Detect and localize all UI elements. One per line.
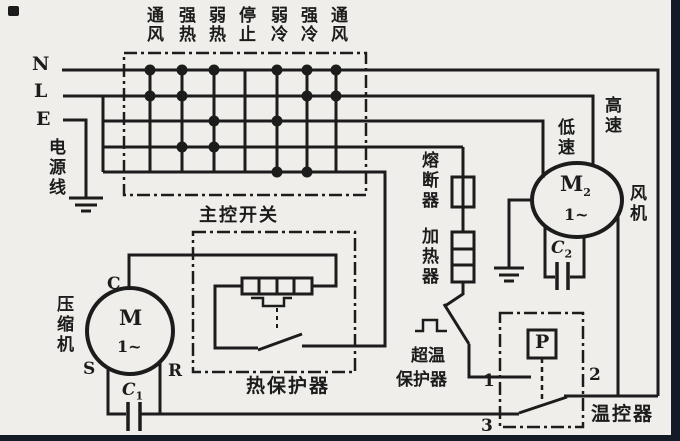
mode-cool-lo: 弱冷	[268, 6, 287, 44]
c2-right-wire	[570, 237, 586, 279]
compressor-phase-label: 1~	[117, 337, 142, 356]
compressor-motor-label: M	[119, 305, 143, 330]
label-l: L	[34, 80, 48, 102]
fuse-icon	[450, 175, 476, 209]
label-c1: C1	[122, 380, 144, 403]
label-terminal-c: C	[107, 274, 121, 294]
mode-switch-matrix	[101, 51, 545, 348]
fan-ground-wire	[507, 198, 532, 267]
mode-fan-2: 通风	[328, 6, 347, 44]
c1-sub: 1	[135, 389, 144, 403]
capacitor-c1-icon	[126, 402, 142, 431]
thermostat-symbol	[498, 311, 658, 429]
c2-letter: C	[551, 238, 565, 258]
m2-sub: 2	[583, 186, 591, 200]
mode-heat-lo: 弱热	[206, 6, 225, 44]
label-fan: 风机	[627, 184, 646, 224]
label-terminal-r: R	[168, 361, 183, 381]
thermal-protector-box	[191, 230, 357, 374]
label-compressor: 压缩机	[54, 295, 73, 355]
thermostat-blade	[518, 395, 568, 415]
tp-left-leg	[213, 284, 258, 350]
compressor-symbol	[85, 286, 519, 431]
mode-fan-1: 通风	[144, 6, 163, 44]
wire-L	[63, 94, 595, 165]
tp-bimetal	[251, 296, 292, 308]
row-compressor-feed	[103, 170, 387, 348]
label-sensor-p: P	[535, 331, 550, 353]
earth-ground-icon	[69, 196, 103, 213]
label-n: N	[32, 53, 50, 75]
capacitor-c2-icon	[555, 262, 570, 290]
overtemp-blade	[442, 303, 471, 345]
wire-N	[62, 68, 660, 396]
mode-labels: 通风 强热 弱热 停止 弱冷 强冷 通风	[0, 6, 680, 52]
label-terminal-2: 2	[589, 365, 601, 385]
fan-motor-symbol	[494, 161, 624, 396]
label-thermostat: 温控器	[591, 404, 655, 425]
wire-E	[63, 118, 88, 197]
label-terminal-s: S	[83, 359, 96, 379]
thermostat-box	[498, 311, 585, 429]
fan-phase-label: 1~	[564, 205, 589, 224]
label-overtemp-1: 超温	[411, 346, 445, 365]
contact-dots	[144, 64, 342, 178]
label-high-speed: 高速	[602, 96, 621, 136]
thermal-protector-symbol	[127, 230, 357, 374]
fan-ground-icon	[494, 266, 524, 283]
m2-letter: M	[560, 171, 584, 196]
c1-letter: C	[122, 380, 136, 400]
label-overtemp-2: 保护器	[396, 370, 447, 389]
compressor-c-riser	[127, 253, 338, 288]
label-fuse: 熔断器	[419, 151, 438, 211]
fan-motor-label: M2	[560, 171, 591, 200]
c2-sub: 2	[564, 247, 573, 261]
heater-icon	[450, 230, 476, 284]
label-thermal-protector: 热保护器	[246, 376, 331, 397]
label-e: E	[36, 108, 51, 130]
row-low-speed	[103, 119, 545, 178]
label-power-cord: 电源线	[46, 138, 65, 198]
main-switch-box	[122, 51, 368, 197]
label-low-speed: 低速	[555, 118, 574, 158]
c2-left-wire	[543, 226, 555, 279]
overtemp-contact	[415, 318, 447, 333]
label-main-switch: 主控开关	[199, 205, 279, 225]
label-heater: 加热器	[419, 227, 438, 287]
mode-stop: 停止	[236, 6, 255, 44]
wire-S	[106, 368, 126, 416]
label-c2: C2	[551, 238, 573, 261]
power-lines	[62, 68, 660, 396]
overtemp-to-thermostat	[467, 344, 531, 379]
mode-heat-hi: 强热	[176, 6, 195, 44]
heater-out	[444, 282, 465, 308]
mode-cool-hi: 强冷	[298, 6, 317, 44]
tp-switch-blade	[257, 332, 303, 352]
heater-branch	[415, 147, 531, 379]
label-terminal-1: 1	[483, 371, 495, 391]
compressor-motor-circle	[85, 286, 175, 376]
label-terminal-3: 3	[481, 416, 493, 436]
